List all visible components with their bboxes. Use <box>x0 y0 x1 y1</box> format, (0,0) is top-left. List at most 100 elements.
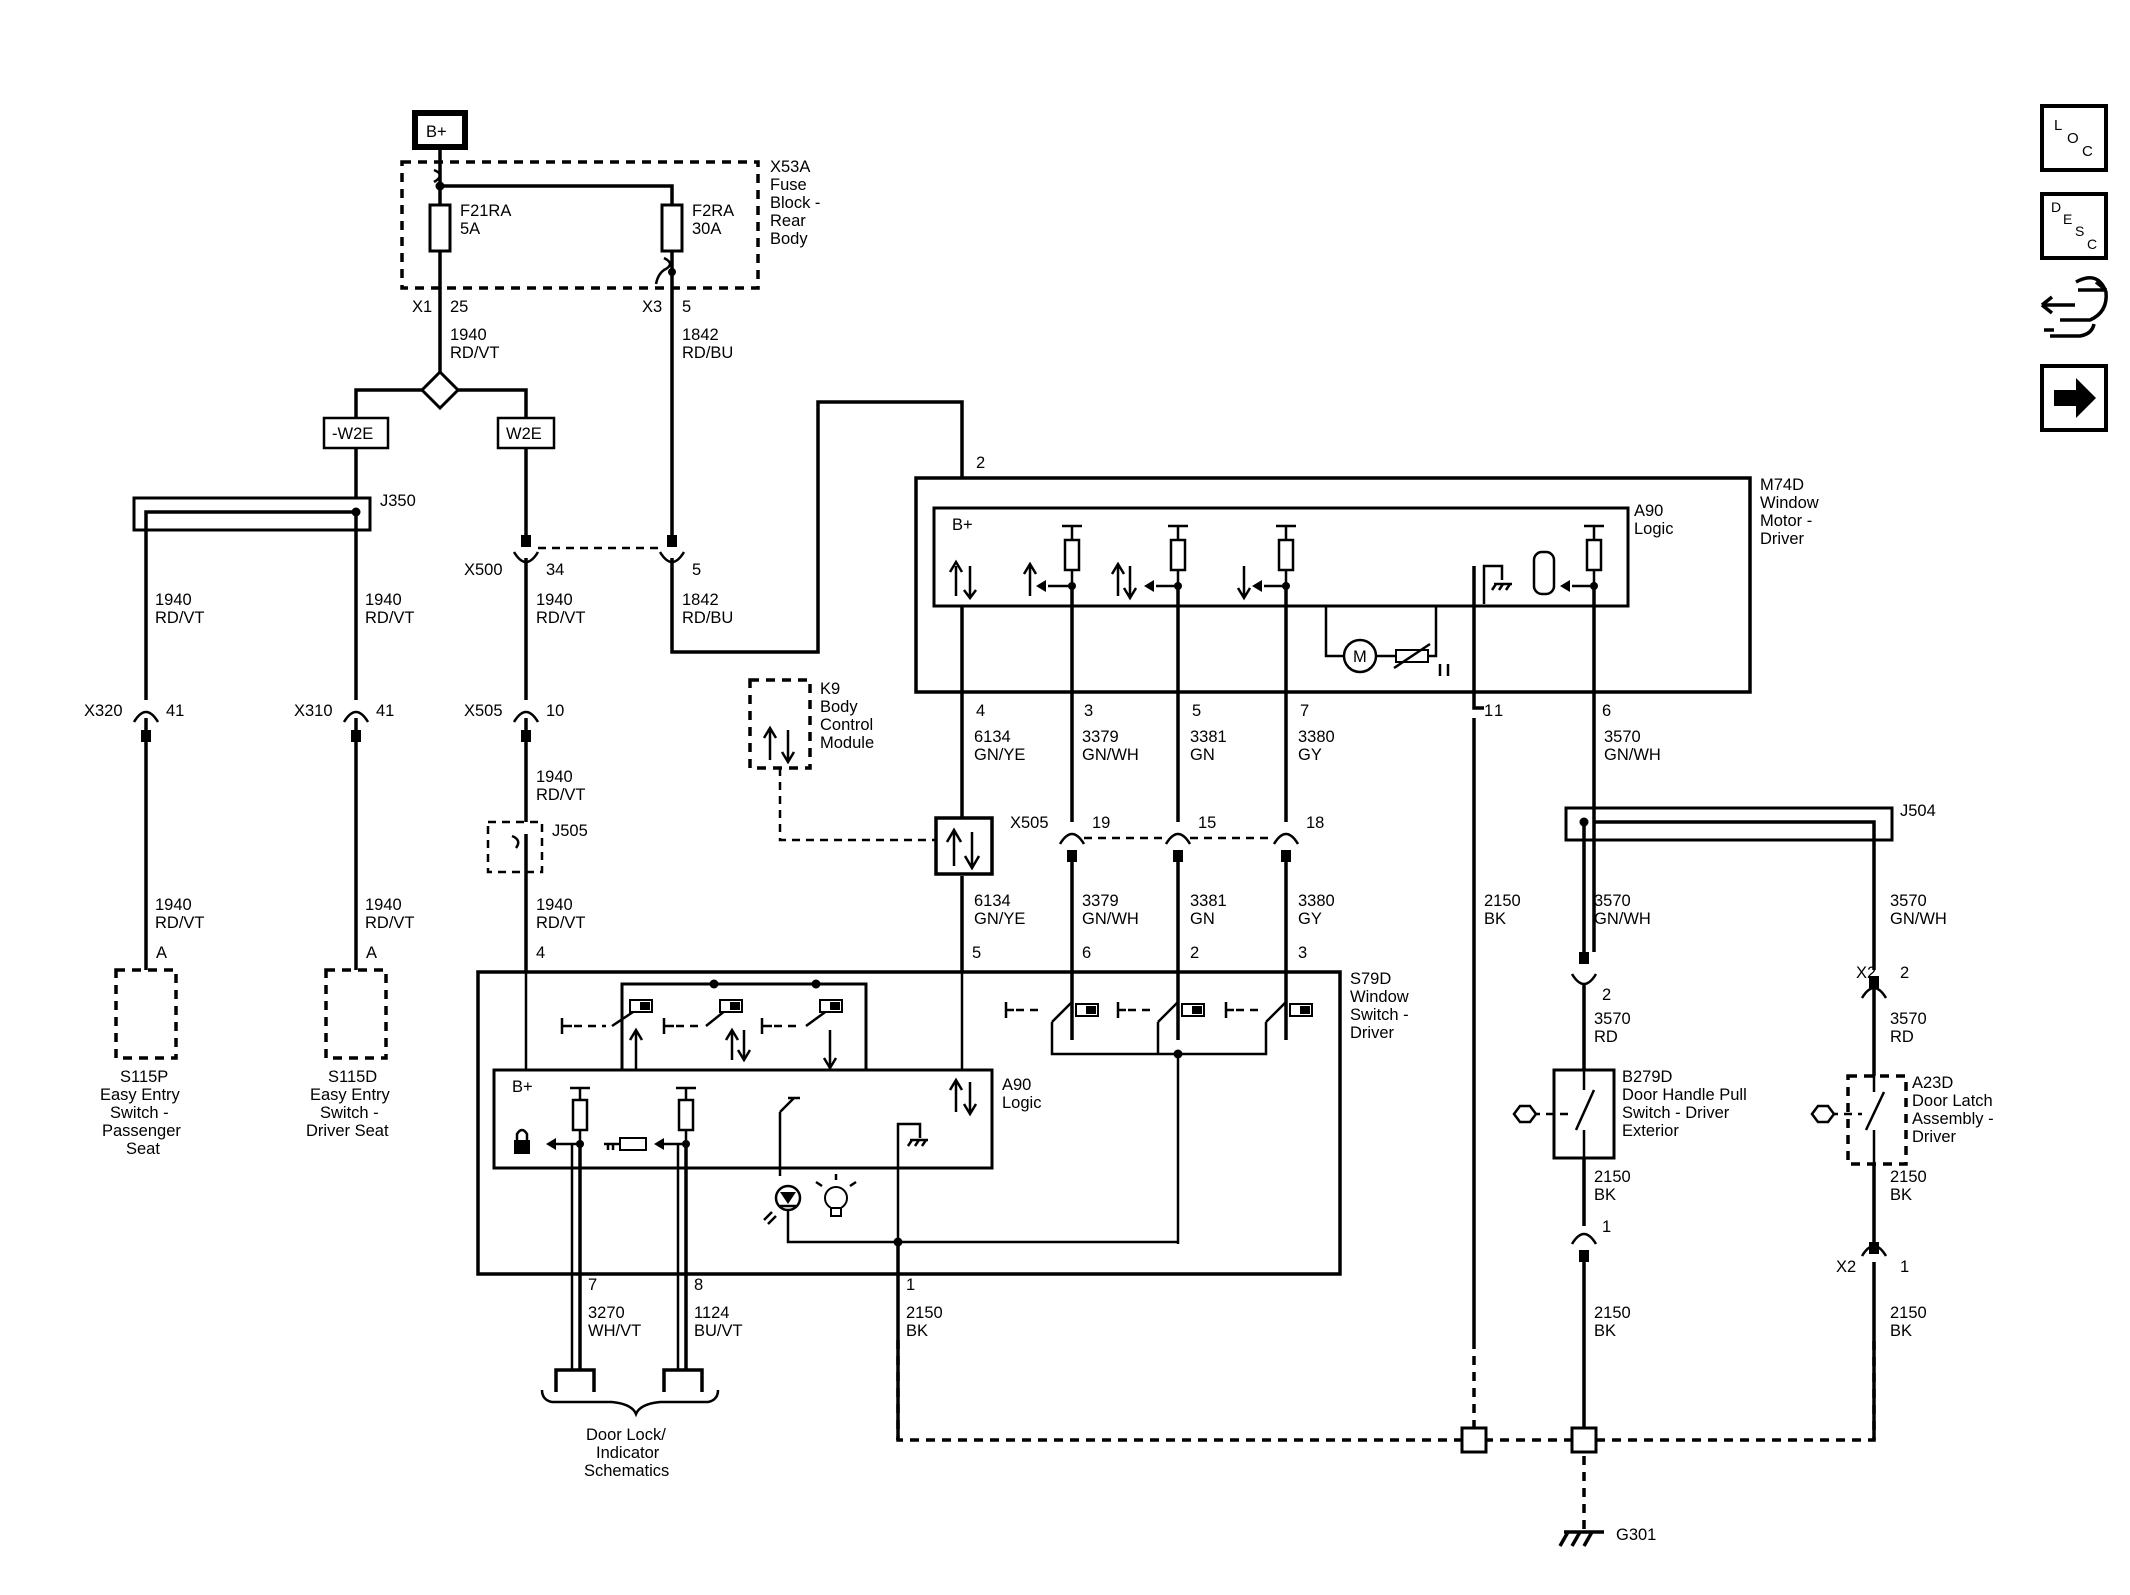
svg-text:2: 2 <box>1900 964 1909 982</box>
svg-text:GN/WH: GN/WH <box>1604 746 1661 764</box>
svg-text:Driver Seat: Driver Seat <box>306 1122 389 1140</box>
svg-text:X1: X1 <box>412 298 432 316</box>
svg-text:BK: BK <box>1890 1322 1912 1340</box>
svg-text:BK: BK <box>1484 910 1506 928</box>
key-output <box>604 1086 696 1151</box>
svg-text:6: 6 <box>1602 702 1611 720</box>
svg-text:B+: B+ <box>952 516 973 534</box>
svg-text:Passenger: Passenger <box>102 1122 181 1140</box>
svg-text:Driver: Driver <box>1760 530 1805 548</box>
svg-text:Logic: Logic <box>1002 1094 1041 1112</box>
svg-text:18: 18 <box>1306 814 1324 832</box>
svg-text:Body: Body <box>820 698 858 716</box>
svg-text:3: 3 <box>1298 944 1307 962</box>
svg-text:6134: 6134 <box>974 728 1011 746</box>
svg-text:Motor -: Motor - <box>1760 512 1812 530</box>
svg-text:WH/VT: WH/VT <box>588 1322 641 1340</box>
m74d-up-input <box>1022 524 1082 596</box>
svg-text:A90: A90 <box>1002 1076 1031 1094</box>
illumination-switch <box>778 1096 928 1168</box>
svg-text:3570: 3570 <box>1604 728 1641 746</box>
svg-text:2: 2 <box>1602 986 1611 1004</box>
svg-text:GY: GY <box>1298 746 1322 764</box>
connector-tool-icon[interactable] <box>2040 276 2108 338</box>
fuse-f21ra-name: F21RA <box>460 202 511 220</box>
svg-text:2150: 2150 <box>1594 1304 1631 1322</box>
svg-text:Rear: Rear <box>770 212 806 230</box>
window-down-switch <box>760 999 843 1071</box>
splice-j350: J350 <box>380 492 416 510</box>
m74d-door-input <box>1532 524 1604 596</box>
switch-s115d <box>324 968 388 1060</box>
svg-text:A23D: A23D <box>1912 1074 1953 1092</box>
desc-button[interactable]: D E S C <box>2040 192 2108 260</box>
svg-text:Module: Module <box>820 734 874 752</box>
svg-text:RD/VT: RD/VT <box>536 786 586 804</box>
svg-text:5: 5 <box>1192 702 1201 720</box>
svg-text:Door Latch: Door Latch <box>1912 1092 1993 1110</box>
svg-text:RD/VT: RD/VT <box>155 609 205 627</box>
svg-text:Switch -: Switch - <box>110 1104 169 1122</box>
option-no-w2e <box>322 416 390 450</box>
module-s79d <box>476 970 1342 1276</box>
svg-text:S79D: S79D <box>1350 970 1391 988</box>
svg-text:X320: X320 <box>84 702 123 720</box>
svg-text:6134: 6134 <box>974 892 1011 910</box>
svg-text:8: 8 <box>694 1276 703 1294</box>
svg-text:2150: 2150 <box>1484 892 1521 910</box>
svg-text:2150: 2150 <box>906 1304 943 1322</box>
svg-text:6: 6 <box>1082 944 1091 962</box>
svg-text:RD/BU: RD/BU <box>682 609 733 627</box>
svg-text:RD: RD <box>1890 1028 1914 1046</box>
svg-text:2150: 2150 <box>1890 1304 1927 1322</box>
svg-text:Door Lock/: Door Lock/ <box>586 1426 666 1444</box>
svg-text:X505: X505 <box>464 702 503 720</box>
svg-text:-W2E: -W2E <box>332 425 373 443</box>
svg-text:BK: BK <box>906 1322 928 1340</box>
svg-text:A: A <box>366 944 377 962</box>
window-up-switch <box>560 999 653 1070</box>
svg-text:S: S <box>2075 223 2084 239</box>
ground-ref-icon <box>1482 564 1512 604</box>
ground-junction-2 <box>1570 1426 1598 1454</box>
door-ajar-icon <box>1532 550 1556 596</box>
ground-g301-icon <box>1558 1530 1604 1547</box>
svg-text:M: M <box>1353 648 1367 666</box>
key-icon <box>604 1137 647 1151</box>
svg-text:E: E <box>2063 211 2072 227</box>
svg-text:1940: 1940 <box>365 591 402 609</box>
svg-text:Easy Entry: Easy Entry <box>100 1086 181 1104</box>
option-w2e <box>496 416 556 450</box>
svg-text:Switch -: Switch - <box>1350 1006 1409 1024</box>
serial-data-converter <box>934 816 994 876</box>
next-button[interactable] <box>2040 364 2108 432</box>
svg-text:GN/WH: GN/WH <box>1890 910 1947 928</box>
svg-text:3: 3 <box>1084 702 1093 720</box>
svg-text:K9: K9 <box>820 680 840 698</box>
svg-text:5: 5 <box>972 944 981 962</box>
loc-button[interactable]: L O C <box>2040 104 2108 172</box>
svg-text:RD/VT: RD/VT <box>365 609 415 627</box>
svg-text:GN/YE: GN/YE <box>974 746 1025 764</box>
loc-letter-l: L <box>2054 117 2062 134</box>
svg-text:41: 41 <box>166 702 184 720</box>
svg-text:2150: 2150 <box>1890 1168 1927 1186</box>
latch-a23d <box>1846 1074 1908 1166</box>
svg-text:3380: 3380 <box>1298 728 1335 746</box>
svg-text:RD/VT: RD/VT <box>536 914 586 932</box>
switch-s115p <box>114 968 178 1060</box>
svg-text:RD: RD <box>1594 1028 1618 1046</box>
m74d-express-switch <box>1116 1001 1205 1023</box>
svg-text:Window: Window <box>1760 494 1819 512</box>
svg-text:3270: 3270 <box>588 1304 625 1322</box>
source-label: B+ <box>426 123 447 141</box>
svg-text:X505: X505 <box>1010 814 1049 832</box>
arrow-right-icon <box>2054 378 2096 418</box>
window-express-switch <box>662 999 752 1063</box>
svg-text:GN/WH: GN/WH <box>1594 910 1651 928</box>
fuse-f21ra-rating: 5A <box>460 220 480 238</box>
m74d-express-input <box>1110 524 1188 601</box>
svg-text:W2E: W2E <box>506 425 542 443</box>
battery-source: B+ <box>412 110 468 150</box>
